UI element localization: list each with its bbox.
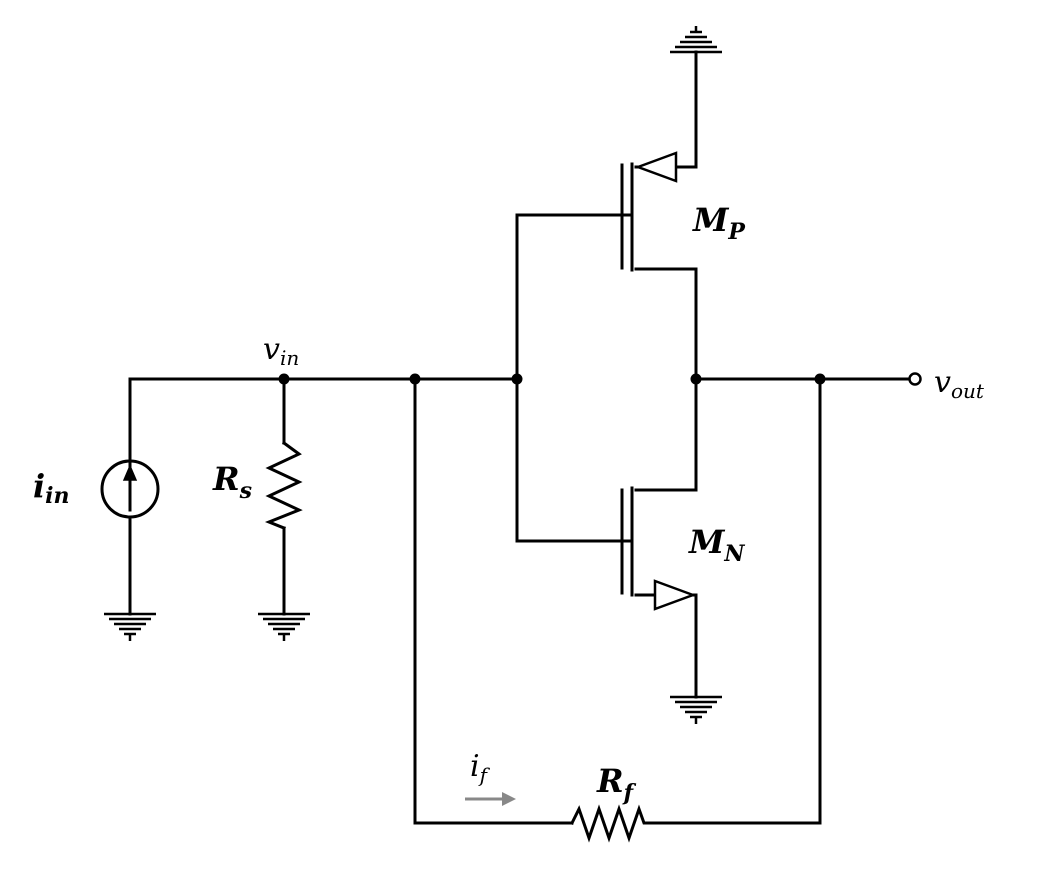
pmos-drain-wire: [634, 267, 698, 381]
if-label: if: [470, 749, 491, 787]
feedback-wire-right: [649, 377, 822, 825]
iin-label: iin: [33, 467, 70, 509]
ground-symbol: [258, 612, 310, 641]
node-dot: [278, 373, 290, 385]
rf-label: Rf: [596, 762, 637, 806]
feedback-current-arrow: [465, 792, 516, 806]
nmos-source-arrow: [653, 579, 697, 611]
mp-label: MP: [692, 201, 746, 245]
ground-symbol: [670, 695, 722, 724]
node-dots: [278, 373, 826, 385]
nmos-source-wire: [634, 593, 698, 699]
pmos-source-wire: [634, 50, 698, 169]
node-dot: [409, 373, 421, 385]
gate-bus-wire: [515, 213, 631, 543]
rf-resistor: [569, 804, 653, 843]
node-dot: [814, 373, 826, 385]
node-dot: [690, 373, 702, 385]
nmos-transistor: [620, 486, 697, 611]
supply-symbol: [670, 26, 722, 54]
ground-symbol: [104, 612, 156, 641]
output-terminal: [908, 372, 922, 386]
node-dot: [511, 373, 523, 385]
vout-label: vout: [934, 365, 985, 403]
input-node-wire: [128, 377, 519, 469]
wires: [128, 50, 912, 825]
vin-label: vin: [263, 332, 299, 370]
current-source: [100, 459, 160, 519]
rs-label: Rs: [212, 460, 252, 504]
feedback-wire-left: [413, 377, 574, 825]
mn-label: MN: [688, 523, 745, 567]
nmos-drain-wire: [634, 377, 698, 492]
rs-resistor: [264, 440, 303, 530]
pmos-transistor: [620, 151, 678, 272]
pmos-source-arrow: [634, 151, 678, 183]
